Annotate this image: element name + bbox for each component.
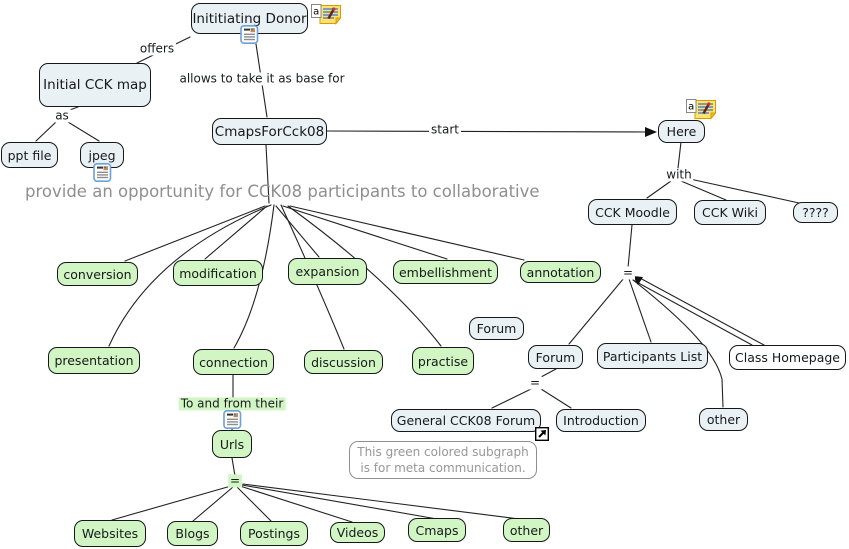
resource-document-icon[interactable] [93, 163, 112, 182]
edge [568, 277, 625, 345]
concept-connection[interactable]: connection [193, 349, 274, 375]
edge [231, 457, 236, 477]
concept-modification[interactable]: modification [173, 260, 263, 286]
annotation-note-icon[interactable]: a [686, 99, 717, 120]
concept-urls[interactable]: Urls [212, 430, 252, 458]
concept-postings[interactable]: Postings [240, 521, 308, 546]
linking-phrase-equals-urls[interactable]: = [227, 473, 243, 488]
concept-websites[interactable]: Websites [74, 520, 146, 547]
note-line: This green colored subgraph [357, 444, 529, 459]
linked-cmap-arrow-icon[interactable] [534, 426, 550, 442]
edge [540, 388, 572, 409]
edge [239, 485, 353, 523]
concept-other-urls[interactable]: other [503, 518, 550, 542]
concept-practise[interactable]: practise [412, 347, 474, 375]
edge [677, 141, 682, 169]
concept-class-homepage[interactable]: Class Homepage [729, 345, 846, 370]
concept-blogs[interactable]: Blogs [167, 521, 218, 546]
concept-general-cck08-forum[interactable]: General CCK08 Forum [391, 409, 541, 432]
linking-phrase-to-and-from-their[interactable]: To and from their [178, 396, 286, 411]
edge [192, 486, 234, 522]
annotation-note-icon[interactable]: a [311, 4, 342, 25]
edge [242, 483, 520, 520]
concept-conversion[interactable]: conversion [57, 262, 138, 286]
arrowhead-start [645, 127, 657, 137]
edge [646, 180, 672, 199]
concept-discussion[interactable]: discussion [304, 350, 383, 374]
edge [111, 485, 232, 521]
concept-forum-floating[interactable]: Forum [469, 317, 524, 340]
edge [241, 484, 438, 520]
linking-phrase-with[interactable]: with [664, 167, 694, 182]
edge [632, 279, 753, 346]
linking-phrase-as[interactable]: as [53, 108, 71, 123]
linking-phrase-start[interactable]: start [429, 122, 461, 137]
caption-provide-opportunity: provide an opportunity for CCK08 partici… [25, 182, 540, 201]
svg-text:a: a [313, 7, 319, 18]
resource-document-icon[interactable] [223, 410, 242, 429]
linking-phrase-allows[interactable]: allows to take it as base for [177, 71, 347, 86]
edge [326, 130, 647, 133]
edge [35, 121, 57, 142]
concept-question-marks[interactable]: ???? [793, 202, 838, 223]
linking-phrase-equals-forum[interactable]: = [527, 375, 543, 390]
concept-cck-moodle[interactable]: CCK Moodle [588, 199, 677, 225]
concept-initial-cck-map[interactable]: Initial CCK map [39, 63, 151, 107]
concept-forum[interactable]: Forum [528, 345, 583, 369]
concept-participants-list[interactable]: Participants List [597, 343, 708, 369]
note-line: is for meta communication. [360, 461, 526, 475]
edge [632, 279, 724, 408]
concept-embellishment[interactable]: embellishment [393, 260, 498, 284]
edge [265, 144, 270, 204]
concept-expansion[interactable]: expansion [288, 258, 367, 285]
concept-presentation[interactable]: presentation [48, 347, 140, 374]
edge [491, 388, 532, 409]
concept-other-moodle[interactable]: other [699, 408, 748, 431]
concept-here[interactable]: Here [658, 120, 705, 143]
edge [124, 205, 266, 262]
edge [233, 204, 275, 349]
concept-cmapsforcck08[interactable]: CmapsForCck08 [212, 118, 327, 145]
edge [204, 205, 268, 260]
resource-document-icon[interactable] [240, 25, 259, 44]
edge [680, 180, 727, 201]
svg-text:a: a [688, 102, 694, 113]
edge [627, 224, 633, 269]
edge [67, 121, 100, 142]
edge [282, 205, 448, 260]
edge [289, 205, 525, 261]
edge [236, 486, 272, 522]
edge [540, 368, 557, 378]
edge [108, 204, 272, 347]
edge [689, 178, 800, 204]
concept-videos[interactable]: Videos [330, 522, 385, 543]
note-box-meta-communication: This green colored subgraph is for meta … [349, 441, 537, 479]
edge [275, 205, 320, 258]
concept-cck-wiki[interactable]: CCK Wiki [694, 200, 766, 225]
concept-inititiating-donor[interactable]: Inititiating Donor [191, 3, 308, 34]
edge [287, 205, 442, 347]
concept-annotation[interactable]: annotation [520, 261, 601, 283]
arrowhead-equals [633, 276, 643, 285]
concept-cmaps[interactable]: Cmaps [408, 518, 466, 542]
edge [637, 276, 765, 346]
concept-introduction[interactable]: Introduction [556, 409, 646, 432]
edge [628, 278, 652, 343]
linking-phrase-equals-moodle[interactable]: = [620, 265, 636, 280]
linking-phrase-offers[interactable]: offers [137, 41, 177, 56]
concept-ppt-file[interactable]: ppt file [1, 142, 58, 168]
